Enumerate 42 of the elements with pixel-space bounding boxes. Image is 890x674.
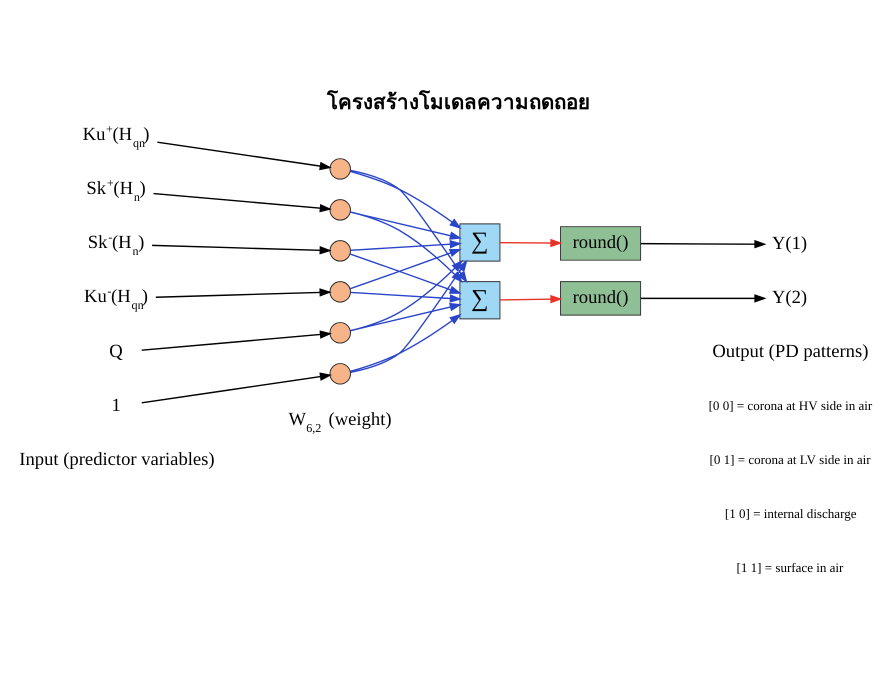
arrow <box>142 330 332 350</box>
arrow <box>350 259 468 372</box>
arrow <box>350 313 462 372</box>
arrow <box>156 288 332 298</box>
arrow <box>157 141 332 170</box>
node-text: Ku$^{+}$(H$_{qn}$) <box>82 122 150 150</box>
node-circle <box>330 280 351 302</box>
arrow <box>350 170 462 228</box>
arrow <box>640 239 766 248</box>
node-box: ∑ <box>459 280 500 319</box>
node-box: ∑ <box>459 222 500 262</box>
node-circle <box>330 240 351 262</box>
label: Input (predictor variables) <box>19 448 215 470</box>
arrow <box>142 372 332 403</box>
arrow <box>152 244 332 254</box>
node-circle <box>330 322 351 344</box>
label: [0 0] = corona at HV side in air <box>708 397 872 412</box>
label: Output (PD patterns) <box>712 340 868 362</box>
node-text: Ku$^{-}$(H$_{qn}$) <box>84 284 148 312</box>
node-circle <box>330 158 351 180</box>
label: [0 1] = corona at LV side in air <box>710 451 871 466</box>
node-circle <box>330 362 351 384</box>
node-box: round() <box>560 226 642 260</box>
label: [1 0] = internal discharge <box>724 505 857 520</box>
node-text: Q <box>109 340 123 362</box>
node-text: 1 <box>112 394 121 416</box>
node-box: round() <box>560 280 642 316</box>
arrow <box>350 240 462 250</box>
node-circle <box>330 198 351 220</box>
node-text: Y(1) <box>772 232 808 254</box>
node-text: Sk$^{+}$(H$_{n}$) <box>86 176 146 204</box>
arrow <box>500 294 562 303</box>
arrow <box>350 302 462 331</box>
label: [1 1] = surface in air <box>736 559 844 574</box>
label: W$_{6,2}$ (weight) <box>288 408 392 435</box>
node-text: Sk$^{-}$(H$_{n}$) <box>88 230 144 258</box>
arrow <box>640 294 766 302</box>
arrow <box>500 238 562 247</box>
diagram-title: โครงสร้างโมเดลความถดถอย <box>327 91 590 114</box>
arrow <box>350 291 462 302</box>
arrow <box>154 192 332 212</box>
node-text: Y(2) <box>772 286 808 308</box>
